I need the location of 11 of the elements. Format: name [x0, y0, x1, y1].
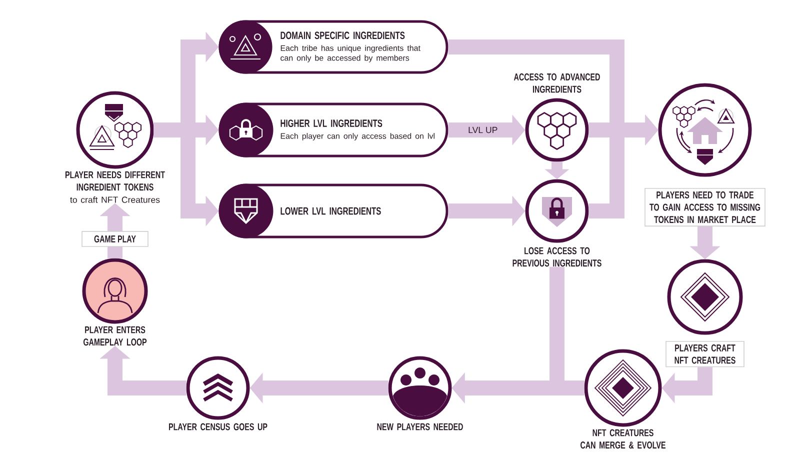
- node-caption: ACCESS TO ADVANCED INGREDIENTS: [514, 73, 600, 93]
- node-caption: LOSE ACCESS TO PREVIOUS INGREDIENTS: [512, 247, 602, 267]
- node-caption: NFT CREATURES CAN MERGE & EVOLVE: [580, 429, 666, 449]
- node-caption: NEW PLAYERS NEEDED: [377, 423, 463, 430]
- caption-box: PLAYERS NEED TO TRADE TO GAIN ACCESS TO MISSING TOKENS IN MARKET PLACE: [644, 188, 766, 226]
- edge-label: GAME PLAY: [82, 231, 148, 247]
- node-caption: PLAYER ENTERS GAMEPLAY LOOP: [84, 326, 147, 346]
- edge-label: LVL UP: [466, 124, 500, 136]
- node-caption: PLAYER NEEDS DIFFERENT INGREDIENT TOKENS to craft NFT Creatures: [66, 171, 165, 203]
- node-caption: PLAYER CENSUS GOES UP: [169, 423, 268, 430]
- caption-box: PLAYERS CRAFT NFT CREATURES: [666, 341, 744, 368]
